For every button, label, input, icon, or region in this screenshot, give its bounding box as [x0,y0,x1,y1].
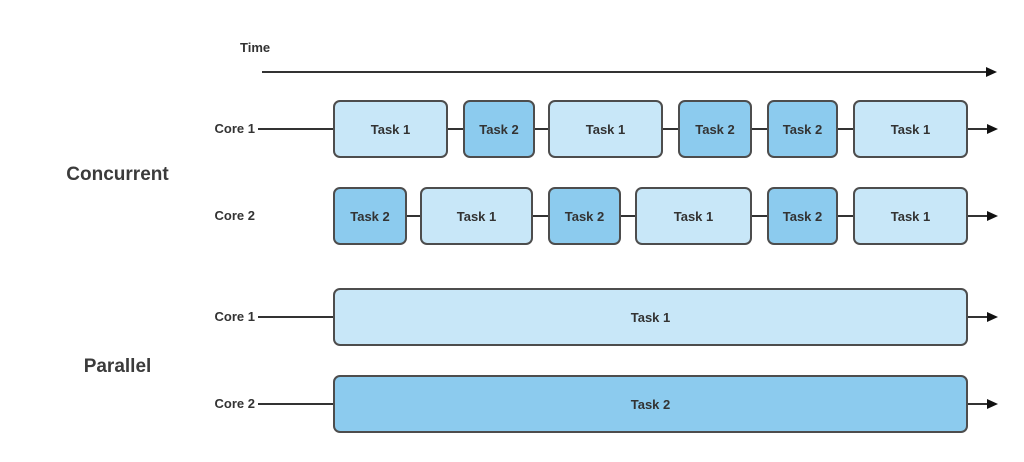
time-arrowhead-icon [986,67,997,77]
task-box: Task 1 [635,187,752,245]
task-box: Task 2 [333,375,968,433]
task-box: Task 2 [463,100,535,158]
core-label: Core 2 [214,396,255,411]
core-label: Core 1 [214,121,255,136]
time-axis-line [262,71,987,73]
task-label: Task 1 [370,121,411,137]
core-leader-line [258,403,333,405]
task-connector-line [448,128,463,130]
task-label: Task 1 [456,208,497,224]
task-connector-line [621,215,635,217]
task-box: Task 2 [767,100,838,158]
core-leader-line [258,128,333,130]
task-label: Task 2 [564,208,605,224]
task-label: Task 2 [350,208,390,224]
section-label-parallel: Parallel [83,356,152,377]
core-leader-line [258,316,333,318]
task-connector-line [663,128,678,130]
task-label: Task 2 [479,121,519,137]
row-end-line [968,128,988,130]
task-box: Task 1 [420,187,533,245]
task-box: Task 1 [333,100,448,158]
task-connector-line [752,128,767,130]
task-box: Task 1 [333,288,968,346]
row-arrowhead-icon [987,312,998,322]
task-connector-line [752,215,767,217]
core-label: Core 2 [214,208,255,223]
task-label: Task 2 [782,121,823,137]
task-box: Task 1 [853,100,968,158]
task-connector-line [535,128,548,130]
task-label: Task 1 [585,121,626,137]
task-label: Task 2 [782,208,823,224]
task-box: Task 1 [853,187,968,245]
task-box: Task 2 [678,100,752,158]
task-label: Task 1 [673,208,714,224]
task-box: Task 2 [767,187,838,245]
task-label: Task 1 [890,121,931,137]
task-box: Task 2 [548,187,621,245]
task-box: Task 1 [548,100,663,158]
section-label-concurrent: Concurrent [66,164,169,185]
task-box: Task 2 [333,187,407,245]
row-arrowhead-icon [987,399,998,409]
time-axis-label: Time [240,40,271,55]
task-label: Task 1 [890,208,931,224]
task-label: Task 2 [695,121,735,137]
row-end-line [968,215,988,217]
row-end-line [968,403,988,405]
task-connector-line [407,215,420,217]
row-arrowhead-icon [987,124,998,134]
row-arrowhead-icon [987,211,998,221]
task-connector-line [838,128,853,130]
task-label: Task 1 [630,309,671,325]
task-connector-line [838,215,853,217]
row-end-line [968,316,988,318]
task-label: Task 2 [630,396,671,412]
core-label: Core 1 [214,309,255,324]
task-connector-line [533,215,548,217]
